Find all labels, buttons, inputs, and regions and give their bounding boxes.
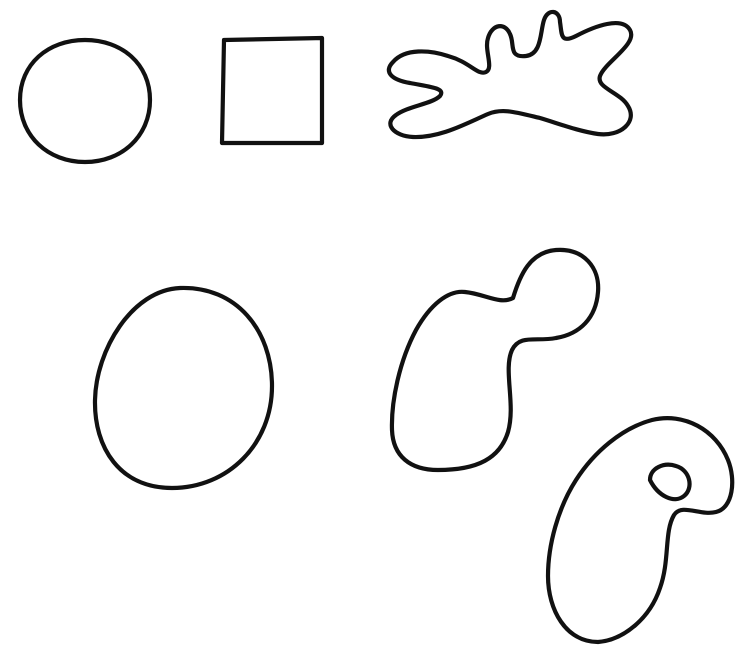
square-shape bbox=[222, 38, 322, 143]
spiral-teardrop-shape bbox=[548, 418, 732, 642]
circle-shape bbox=[20, 40, 150, 162]
egg-shape bbox=[95, 288, 272, 488]
bulb-shape bbox=[392, 250, 598, 470]
irregular-blob-shape bbox=[389, 12, 631, 137]
